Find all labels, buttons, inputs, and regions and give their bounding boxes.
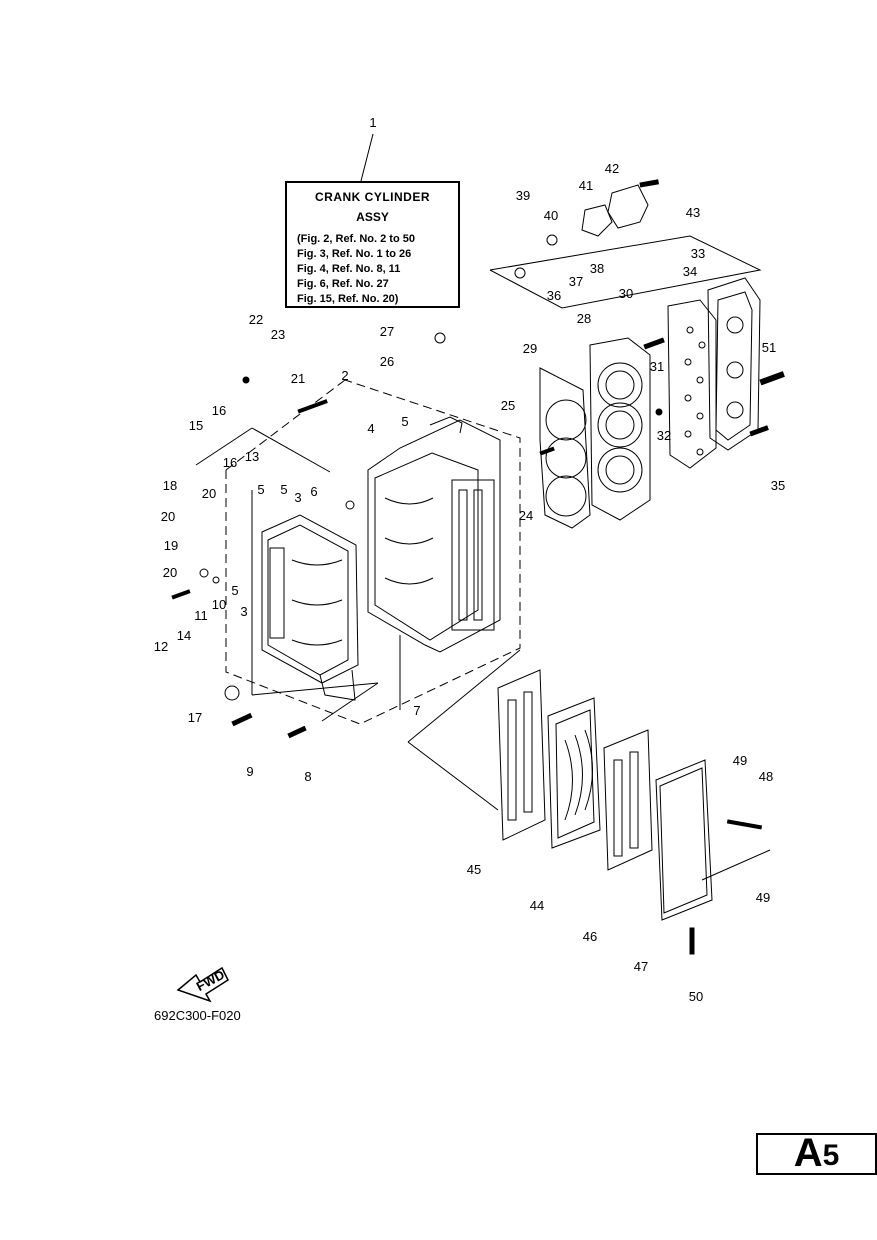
part-number-label: 4 xyxy=(367,421,374,436)
drawing-code: 692C300-F020 xyxy=(154,1008,241,1023)
part-number-label: 37 xyxy=(569,274,583,289)
part-number-label: 50 xyxy=(689,989,703,1004)
part-number-label: 27 xyxy=(380,324,394,339)
part-number-label: 30 xyxy=(619,286,633,301)
part-number-label: 28 xyxy=(577,311,591,326)
part-number-label: 40 xyxy=(544,208,558,223)
page-number: 5 xyxy=(822,1139,840,1172)
part-number-label: 5 xyxy=(257,482,264,497)
part-number-label: 1 xyxy=(369,115,376,130)
part-number-label: 15 xyxy=(189,418,203,433)
part-number-label: 9 xyxy=(246,764,253,779)
part-number-label: 11 xyxy=(194,608,208,623)
assembly-ref-line: (Fig. 2, Ref. No. 2 to 50 xyxy=(297,233,415,245)
assembly-subtitle: ASSY xyxy=(356,210,389,224)
part-number-label: 19 xyxy=(164,538,178,553)
part-number-label: 7 xyxy=(413,703,420,718)
part-number-label: 44 xyxy=(530,898,544,913)
part-number-label: 47 xyxy=(634,959,648,974)
part-number-label: 5 xyxy=(231,583,238,598)
part-number-label: 5 xyxy=(280,482,287,497)
part-number-label: 5 xyxy=(401,414,408,429)
part-number-label: 49 xyxy=(756,890,770,905)
part-number-label: 23 xyxy=(271,327,285,342)
assembly-ref-line: Fig. 3, Ref. No. 1 to 26 xyxy=(297,248,412,260)
part-number-label: 13 xyxy=(245,449,259,464)
part-number-label: 42 xyxy=(605,161,619,176)
part-number-label: 41 xyxy=(579,178,593,193)
page-letter: A xyxy=(793,1131,823,1175)
fwd-arrow-icon: FWD xyxy=(176,967,229,1003)
part-number-label: 45 xyxy=(467,862,481,877)
part-number-label: 14 xyxy=(177,628,191,643)
assembly-ref-line: Fig. 15, Ref. No. 20) xyxy=(297,293,399,305)
part-number-label: 35 xyxy=(771,478,785,493)
part-number-label: 16 xyxy=(223,455,237,470)
part-number-label: 48 xyxy=(759,769,773,784)
part-number-label: 17 xyxy=(188,710,202,725)
part-number-label: 24 xyxy=(519,508,533,523)
part-number-label: 26 xyxy=(380,354,394,369)
part-number-label: 2 xyxy=(341,368,348,383)
page-label: A 5 xyxy=(756,1133,877,1175)
part-number-label: 38 xyxy=(590,261,604,276)
part-number-label: 39 xyxy=(516,188,530,203)
part-number-label: 46 xyxy=(583,929,597,944)
assembly-refs: (Fig. 2, Ref. No. 2 to 50 Fig. 3, Ref. N… xyxy=(287,232,458,307)
part-number-label: 16 xyxy=(212,403,226,418)
part-number-label: 3 xyxy=(240,604,247,619)
part-number-label: 21 xyxy=(291,371,305,386)
part-number-label: 43 xyxy=(686,205,700,220)
assembly-info-box: CRANK CYLINDER ASSY (Fig. 2, Ref. No. 2 … xyxy=(285,181,460,308)
part-number-label: 32 xyxy=(657,428,671,443)
assembly-ref-line: Fig. 6, Ref. No. 27 xyxy=(297,278,389,290)
part-number-label: 22 xyxy=(249,312,263,327)
part-number-label: 20 xyxy=(163,565,177,580)
part-number-label: 18 xyxy=(163,478,177,493)
part-number-label: 33 xyxy=(691,246,705,261)
part-number-label: 29 xyxy=(523,341,537,356)
part-number-label: 20 xyxy=(161,509,175,524)
part-number-label: 8 xyxy=(304,769,311,784)
part-number-label: 51 xyxy=(762,340,776,355)
part-number-label: 31 xyxy=(650,359,664,374)
part-number-label: 20 xyxy=(202,486,216,501)
part-number-label: 36 xyxy=(547,288,561,303)
assembly-title: CRANK CYLINDER xyxy=(315,190,430,204)
assembly-ref-line: Fig. 4, Ref. No. 8, 11 xyxy=(297,263,401,275)
part-number-label: 6 xyxy=(310,484,317,499)
part-number-label: 25 xyxy=(501,398,515,413)
part-number-label: 49 xyxy=(733,753,747,768)
part-number-label: 3 xyxy=(294,490,301,505)
part-number-label: 12 xyxy=(154,639,168,654)
part-number-label: 10 xyxy=(212,597,226,612)
part-number-label: 34 xyxy=(683,264,697,279)
